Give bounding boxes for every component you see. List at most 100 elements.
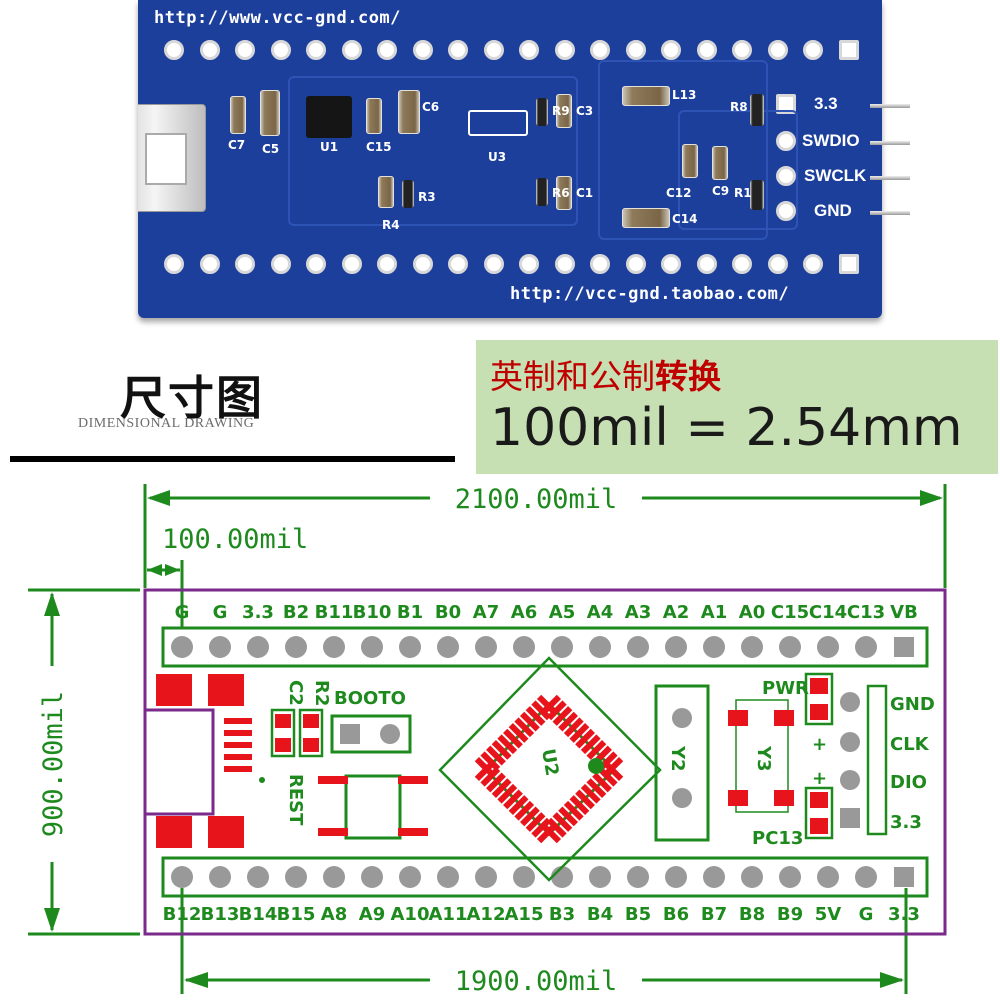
board-hole [270,254,291,274]
pin-label-top: B0 [435,602,461,623]
pin-label-bottom: A10 [391,904,430,925]
header-pad [437,866,459,888]
c2-r2-footprint: C2 R2 [270,680,332,758]
pin-label-bottom: 5V [815,904,842,925]
board-hole [590,40,610,60]
mcu-pin-pad [569,795,590,815]
board-hole [732,40,752,60]
board-hole [483,40,504,60]
header-pad [513,636,535,658]
header-pad [589,636,611,658]
label-c2: C2 [285,680,306,706]
board-hole [696,40,717,60]
board-hole [838,40,859,60]
board-hole [776,94,796,114]
pin-label-bottom: B15 [277,904,316,925]
board-hole [776,166,796,186]
header-pad [703,636,725,658]
mcu-pin-pad [514,717,535,738]
pin-label-bottom: A12 [467,904,506,925]
silk-c3: C3 [576,104,594,118]
swd-pin-label: GND [890,694,935,715]
board-hole [519,254,539,274]
mcu-pin-pad [491,740,512,760]
mcu-pin-pad [558,711,578,732]
silk-r3: R3 [418,190,436,204]
mcu-pin-pad [508,795,529,815]
led-pwr: PWR + [762,672,834,755]
board-hole [767,254,788,274]
header-bottom-outline [161,856,929,898]
mcu-pin-pad [546,700,567,721]
mcu-pin-pad [514,800,535,821]
pin-label-top: C13 [847,602,885,623]
pin-label-top: 3.3 [242,602,274,623]
pin-label-top: G [175,602,190,623]
dim-pitch: 100.00mil [147,524,308,628]
mcu-pin-pad [586,778,607,798]
header-pad [551,636,573,658]
mcu-pin-pad [546,817,567,838]
mcu-pin-pad [563,800,584,821]
mcu-pin-pad [586,740,607,760]
mcu-pin-pad [603,761,624,782]
board-hole [838,254,859,274]
header-pad [285,636,307,658]
mcu-pin-pad [525,812,546,832]
dimensional-drawing: 2100.00mil 100.00mil 900.00mil 1900.00mi… [28,484,947,997]
header-pad [741,866,763,888]
silk-c6: C6 [422,100,440,114]
header-pad [513,866,535,888]
silk-r8: R8 [730,100,748,114]
silk-u3: U3 [488,150,507,164]
swd-pin [870,211,910,215]
mcu-pin-pad [474,761,495,782]
capacitor-c7 [230,96,246,134]
silk-r1: R1 [734,186,752,200]
board-hole [483,254,504,274]
board-hole [732,254,752,274]
pin-label-bottom: B13 [201,904,240,925]
label-boot0: BOOTO [334,688,406,709]
board-hole [235,40,255,60]
mcu-pin-pad [531,817,552,838]
pin-label-bottom: B7 [701,904,727,925]
mcu-pin-pad [536,694,557,715]
mcu-pin-pad [497,734,518,755]
capacitor-c1 [556,176,572,210]
pin-label-top: A3 [625,602,651,623]
silk-c1: C1 [576,186,594,200]
mcu-pin-pad [603,756,624,777]
trace [678,110,798,230]
silk-c14: C14 [672,212,698,226]
mcu-pin-pad [552,706,573,726]
dim-row-span-label: 1900.00mil [455,966,618,997]
label-pwr: PWR [762,678,809,699]
board-hole [164,40,184,60]
board-hole [776,201,796,221]
label-rest: REST [285,774,306,826]
pin-label-top: C14 [809,602,847,623]
pin-label-bottom: A8 [321,904,347,925]
silk-r9: R9 [552,104,570,118]
header-pad [399,866,421,888]
header-pad [475,866,497,888]
label-r2: R2 [311,680,332,706]
conversion-equation: 100mil = 2.54mm [490,398,963,458]
capacitor-c5 [260,90,280,136]
mcu-pin-pad [575,728,595,749]
board-hole [803,40,823,60]
swd-pin-label: CLK [890,734,930,755]
pin-label-bottom: A15 [505,904,544,925]
resistor-r8 [750,94,764,126]
header-top-pads [171,636,914,658]
board-hole [661,254,681,274]
dim-height: 900.00mil [28,588,140,936]
dimension-subtitle: DIMENSIONAL DRAWING [78,416,255,431]
header-pad [247,636,269,658]
dim-height-label: 900.00mil [38,691,69,837]
header-pad [589,866,611,888]
chip-u1 [306,96,352,138]
crystal-c14 [622,208,670,228]
